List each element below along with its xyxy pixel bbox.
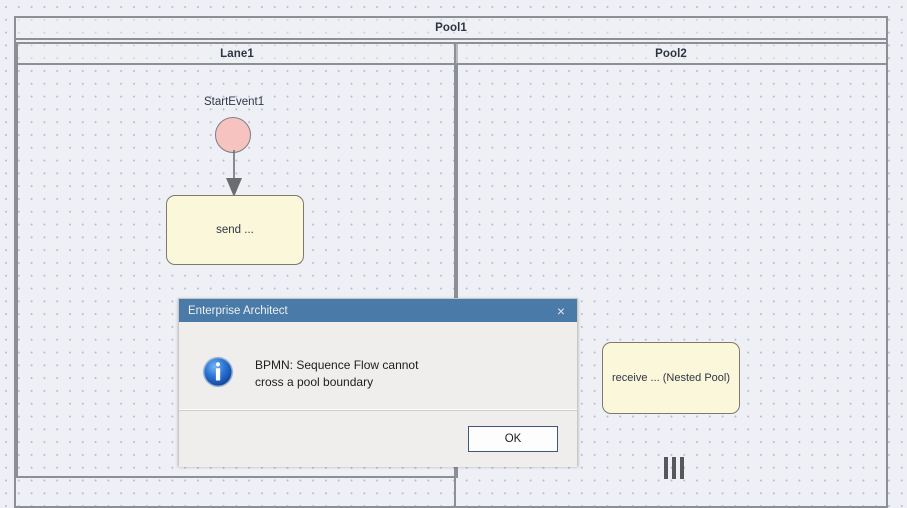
dialog-footer: OK xyxy=(179,411,577,467)
dialog-message-line1: BPMN: Sequence Flow cannot xyxy=(255,358,419,372)
start-event-label: StartEvent1 xyxy=(204,96,265,108)
pool-nested-pool2-header[interactable]: Pool2 xyxy=(454,42,888,65)
info-icon xyxy=(201,355,235,389)
pool-outer-pool1-label: Pool1 xyxy=(435,22,467,34)
task-receive[interactable]: receive ... (Nested Pool) xyxy=(602,342,740,414)
lane-lane1-header[interactable]: Lane1 xyxy=(16,42,458,65)
task-receive-label: receive ... (Nested Pool) xyxy=(612,372,730,384)
enterprise-architect-dialog: Enterprise Architect × BPMN: Sequence Fl… xyxy=(178,298,578,467)
dialog-titlebar[interactable]: Enterprise Architect × xyxy=(179,299,577,322)
sequence-flow-arrow[interactable] xyxy=(224,150,244,198)
parallel-multi-instance-marker-icon xyxy=(663,457,685,479)
start-event-shape[interactable] xyxy=(215,117,251,153)
pool-outer-pool1-header[interactable]: Pool1 xyxy=(14,16,888,40)
close-icon[interactable]: × xyxy=(556,302,566,319)
dialog-message: BPMN: Sequence Flow cannot cross a pool … xyxy=(255,355,418,391)
task-send-label: send ... xyxy=(216,224,254,236)
pool-nested-pool2-label: Pool2 xyxy=(655,47,687,60)
dialog-title: Enterprise Architect xyxy=(188,304,288,317)
task-send[interactable]: send ... xyxy=(166,195,304,265)
dialog-body: BPMN: Sequence Flow cannot cross a pool … xyxy=(179,322,577,409)
dialog-message-line2: cross a pool boundary xyxy=(255,375,374,389)
dialog-separator xyxy=(179,409,577,411)
ok-button[interactable]: OK xyxy=(468,426,558,452)
lane-lane1-label: Lane1 xyxy=(220,47,254,60)
